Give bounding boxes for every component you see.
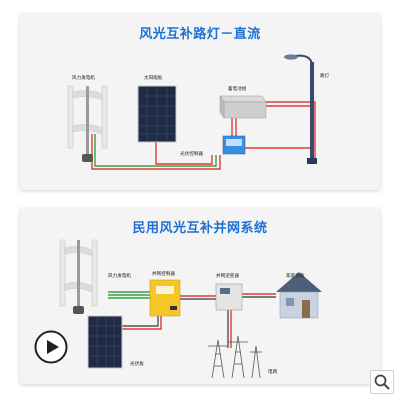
label-wind-turbine: 风力发电机 — [72, 76, 95, 81]
pv-controller-image — [222, 135, 246, 155]
street-light-diagram — [67, 54, 317, 170]
video-play-button[interactable] — [34, 330, 68, 364]
label-solar-panel: 太阳能板 — [144, 76, 163, 81]
label-grid-inverter: 并网逆变器 — [216, 274, 239, 279]
wind-turbine-image — [59, 239, 98, 314]
wiring — [108, 291, 276, 348]
label-solar-panel: 光伏板 — [130, 362, 144, 367]
label-grid-controller: 并网控制器 — [152, 272, 175, 277]
label-battery: 蓄电池组 — [228, 87, 247, 92]
diagram-panel-street-light: 风光互补路灯－直流 — [20, 14, 380, 190]
label-grid: 电网 — [268, 370, 278, 375]
grid-inverter-image — [215, 283, 243, 311]
house-image — [276, 272, 322, 319]
label-pv-controller: 光伏控制器 — [180, 152, 203, 157]
street-lamp-image — [284, 54, 317, 164]
power-tower-image — [208, 335, 262, 379]
panel-title: 民用风光互补并网系统 — [132, 221, 268, 236]
label-wind-turbine: 风力发电机 — [108, 274, 131, 279]
battery-box-image — [219, 95, 267, 119]
diagram-panel-grid-system: 民用风光互补并网系统 — [20, 208, 380, 384]
search-icon — [374, 374, 390, 390]
solar-panel-image — [137, 85, 177, 143]
label-street-lamp: 路灯 — [320, 74, 330, 79]
grid-controller-image — [149, 279, 181, 317]
play-icon — [34, 330, 68, 364]
zoom-search-button[interactable] — [370, 370, 394, 394]
panel-title: 风光互补路灯－直流 — [139, 27, 261, 42]
grid-system-diagram — [59, 239, 322, 379]
solar-panel-image — [87, 315, 123, 369]
label-house-load: 家庭负载 — [286, 274, 305, 279]
wiring — [91, 101, 316, 170]
wind-turbine-image — [67, 85, 108, 162]
